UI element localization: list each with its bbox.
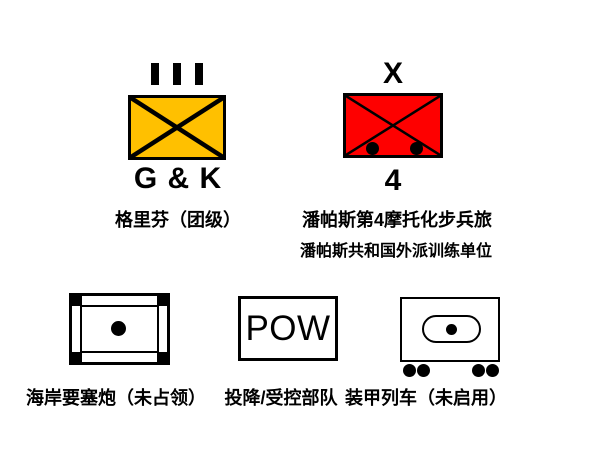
corner-square-icon xyxy=(157,352,167,362)
motorized-dot-icon xyxy=(410,142,423,155)
echelon-iii-icon xyxy=(128,63,226,85)
coastal-artillery-symbol xyxy=(69,293,170,365)
corner-square-icon xyxy=(72,352,82,362)
center-dot-icon xyxy=(111,321,126,336)
coastal-artillery-label: 海岸要塞炮（未占领） xyxy=(26,388,206,408)
echelon-bar xyxy=(195,63,203,85)
echelon-bar xyxy=(173,63,181,85)
train-wheel-icon xyxy=(486,364,499,377)
griffin-unit-symbol xyxy=(128,95,226,160)
stadium-shape-icon xyxy=(422,315,481,343)
train-wheel-icon xyxy=(417,364,430,377)
pow-unit-symbol: POW xyxy=(238,296,338,361)
griffin-label: 格里芬（团级） xyxy=(115,210,241,230)
griffin-designation: G & K xyxy=(133,162,223,195)
corner-square-icon xyxy=(72,296,82,306)
echelon-bar xyxy=(151,63,159,85)
echelon-x-mark: X xyxy=(382,57,403,90)
motorized-dot-icon xyxy=(366,142,379,155)
train-wheel-icon xyxy=(472,364,485,377)
center-dot-icon xyxy=(446,323,457,335)
pampas-unit-symbol xyxy=(343,93,443,158)
inner-frame xyxy=(80,305,159,353)
pampas-sublabel: 潘帕斯共和国外派训练单位 xyxy=(299,243,492,260)
pampas-unit-number: 4 xyxy=(384,164,402,197)
pow-text: POW xyxy=(245,309,331,348)
train-wheel-icon xyxy=(403,364,416,377)
pow-label: 投降/受控部队 xyxy=(224,388,338,408)
armored-train-symbol xyxy=(400,297,500,362)
infantry-cross-icon xyxy=(131,98,223,157)
corner-square-icon xyxy=(157,296,167,306)
armored-train-label: 装甲列车（未启用） xyxy=(345,388,507,408)
infantry-cross-icon xyxy=(346,96,440,155)
pampas-label: 潘帕斯第4摩托化步兵旅 xyxy=(301,210,492,230)
